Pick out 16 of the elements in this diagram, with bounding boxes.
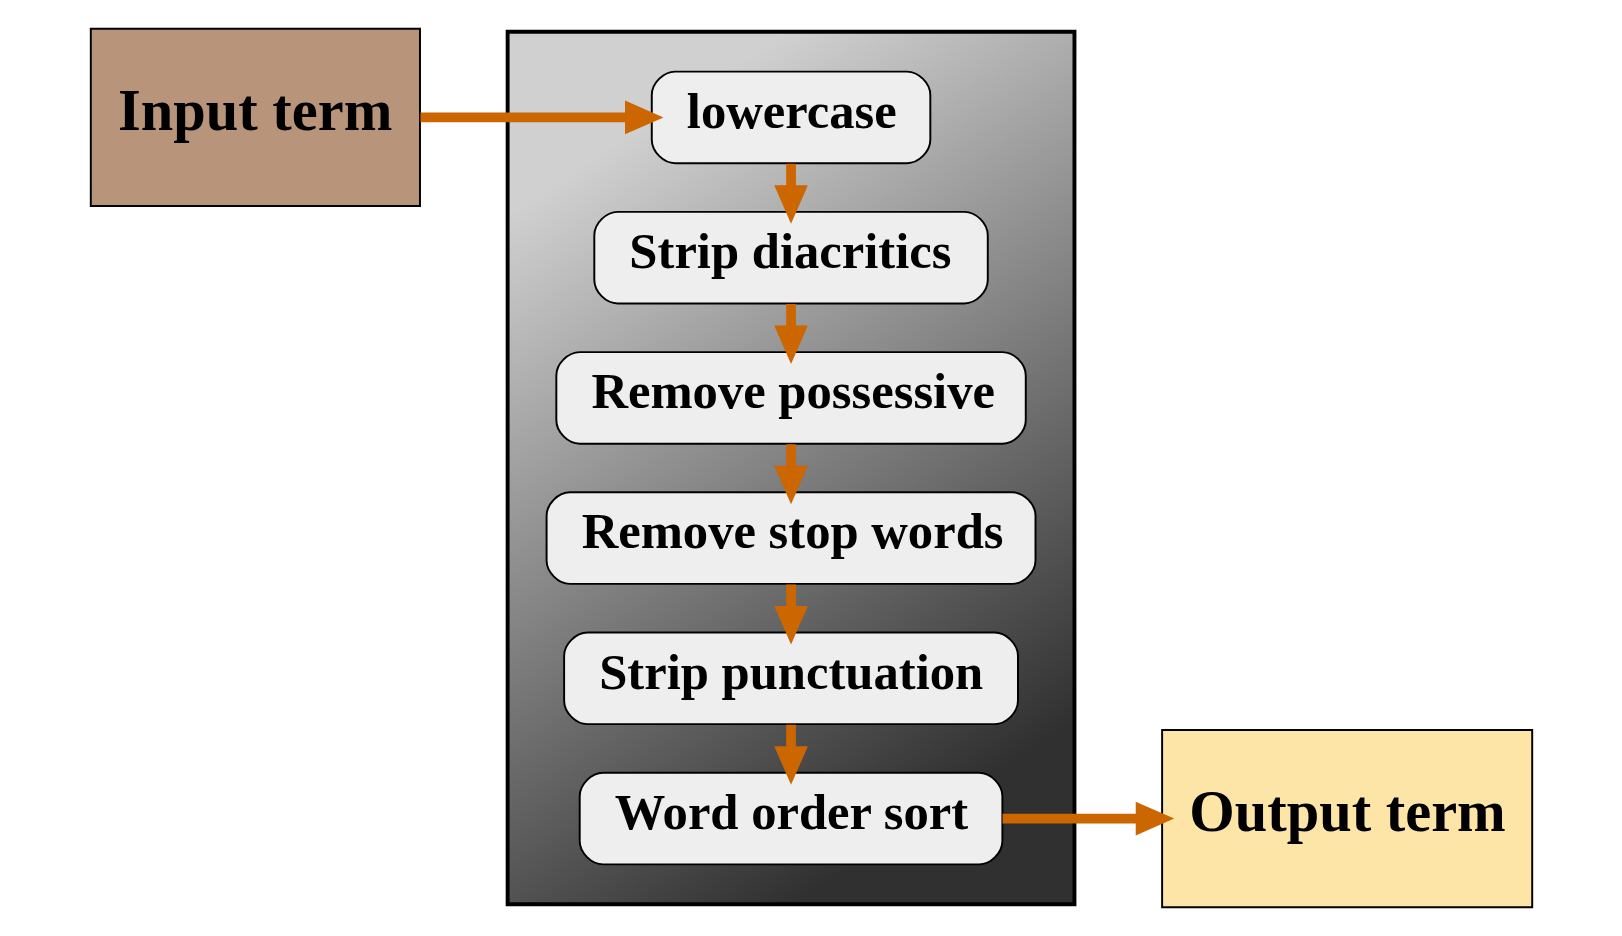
node-box: Remove stop words <box>545 491 1036 585</box>
arrow <box>773 724 808 785</box>
node-box: Strip diacritics <box>592 210 989 305</box>
arrow <box>773 444 808 505</box>
node-box: Output term <box>1160 729 1533 909</box>
arrow <box>773 163 808 224</box>
node-box: Input term <box>89 27 421 207</box>
node-box: lowercase <box>650 70 931 165</box>
cluster <box>505 29 1076 907</box>
arrow <box>420 100 663 135</box>
node-box: Word order sort <box>578 771 1003 866</box>
arrow <box>773 304 808 365</box>
arrow <box>1002 801 1174 836</box>
arrow <box>773 584 808 645</box>
node-box: Strip punctuation <box>562 631 1019 726</box>
node-box: Remove possessive <box>554 351 1027 445</box>
